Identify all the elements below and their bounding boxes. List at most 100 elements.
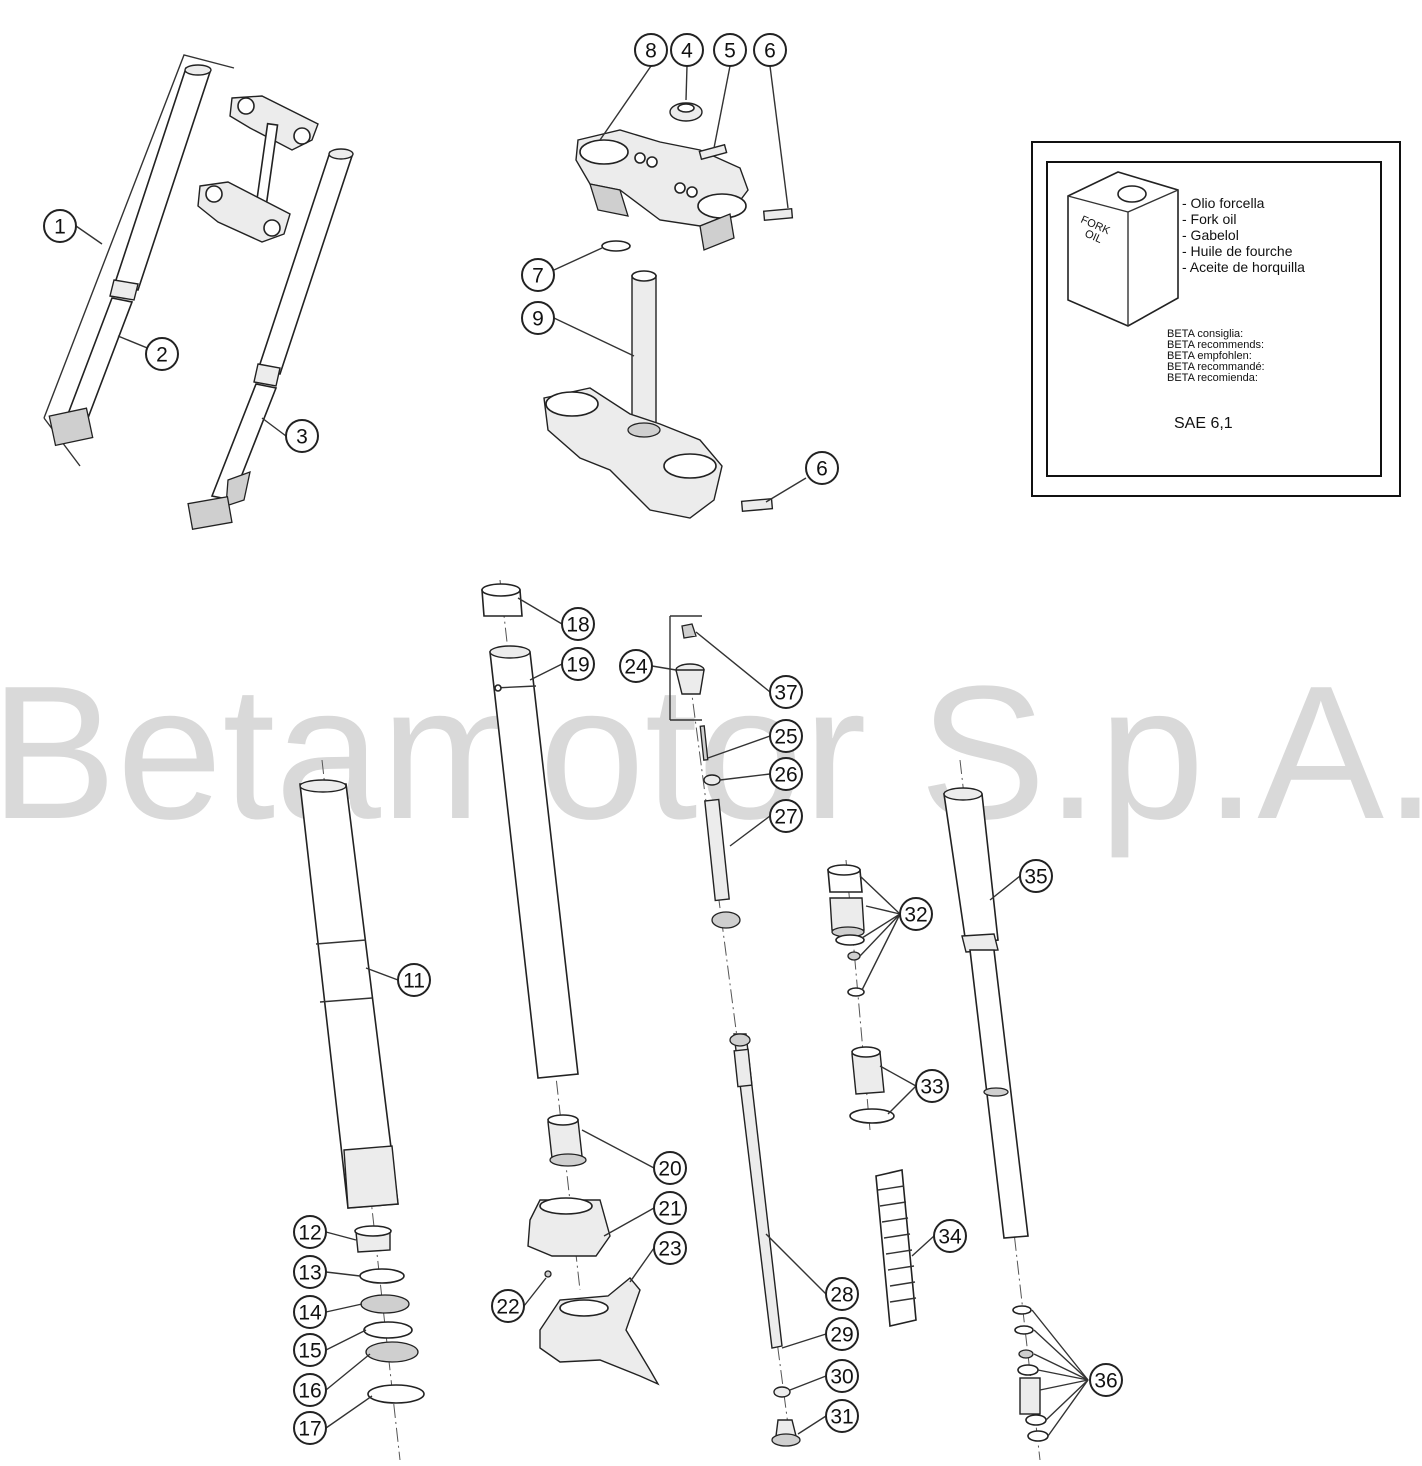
callout-29: 29 (825, 1317, 859, 1351)
callout-17: 17 (293, 1411, 327, 1445)
svg-text:9: 9 (532, 308, 544, 331)
callout-27: 27 (769, 799, 803, 833)
callout-18: 18 (561, 607, 595, 641)
oil-name-fr: - Huile de fourche (1182, 243, 1293, 259)
steering-nut (669, 102, 703, 122)
callout-9: 9 (521, 301, 555, 335)
svg-text:6: 6 (764, 40, 776, 63)
svg-text:27: 27 (774, 806, 797, 829)
callout-13: 13 (293, 1255, 327, 1289)
clamp-bolt-6-lower (740, 497, 774, 513)
callout-8: 8 (634, 33, 668, 67)
valve-stack-36 (1012, 1305, 1049, 1442)
svg-text:20: 20 (658, 1158, 681, 1181)
svg-text:37: 37 (774, 682, 797, 705)
callout-22: 22 (491, 1289, 525, 1323)
callout-16: 16 (293, 1373, 327, 1407)
clamp-bolt-6-upper (762, 208, 794, 221)
axle-clamp-21 (527, 1197, 611, 1257)
svg-text:23: 23 (658, 1238, 681, 1261)
callout-25: 25 (769, 719, 803, 753)
callout-20: 20 (653, 1151, 687, 1185)
svg-text:3: 3 (296, 426, 308, 449)
ring-13 (359, 1268, 405, 1284)
callout-21: 21 (653, 1191, 687, 1225)
seal-14 (360, 1294, 410, 1314)
callout-19: 19 (561, 647, 595, 681)
callout-30: 30 (825, 1359, 859, 1393)
svg-text:8: 8 (645, 40, 657, 63)
svg-text:14: 14 (298, 1302, 322, 1325)
callout-1: 1 (43, 209, 77, 243)
svg-text:18: 18 (566, 614, 589, 637)
fork-leg-right (187, 148, 354, 531)
callout-37: 37 (769, 675, 803, 709)
svg-text:21: 21 (658, 1198, 681, 1221)
svg-text:29: 29 (830, 1324, 853, 1347)
callout-23: 23 (653, 1231, 687, 1265)
callout-24: 24 (619, 649, 653, 683)
callout-3: 3 (285, 419, 319, 453)
svg-text:7: 7 (532, 265, 544, 288)
callout-28: 28 (825, 1277, 859, 1311)
compression-valve-27 (704, 798, 741, 929)
svg-text:1: 1 (54, 216, 66, 239)
svg-text:22: 22 (496, 1296, 519, 1319)
callout-15: 15 (293, 1333, 327, 1367)
callout-35: 35 (1019, 859, 1053, 893)
oil-grade: SAE 6,1 (1174, 415, 1233, 432)
spring-34 (875, 1169, 917, 1327)
svg-text:31: 31 (830, 1406, 853, 1429)
piston-kit-32 (827, 864, 865, 997)
callout-12: 12 (293, 1215, 327, 1249)
cartridge-tube-28 (729, 1033, 783, 1349)
plug-22 (544, 1270, 552, 1278)
svg-text:30: 30 (830, 1366, 853, 1389)
svg-text:25: 25 (774, 726, 797, 749)
callout-33: 33 (915, 1069, 949, 1103)
outer-tube-11 (299, 779, 399, 1209)
o-ring-7 (601, 240, 631, 252)
base-valve-31 (771, 1419, 801, 1447)
cartridge-body-35 (943, 787, 1029, 1239)
callout-2: 2 (145, 337, 179, 371)
callout-6-lower: 6 (805, 451, 839, 485)
steering-stem-lower-clamp (543, 270, 723, 519)
oil-name-de: - Gabelol (1182, 227, 1239, 243)
svg-text:17: 17 (298, 1418, 321, 1441)
callout-4: 4 (670, 33, 704, 67)
oil-name-en: - Fork oil (1182, 211, 1236, 227)
inner-tube-19 (489, 645, 579, 1079)
fork-leg-left (48, 64, 212, 447)
ring-15 (363, 1321, 413, 1339)
callout-34: 34 (933, 1219, 967, 1253)
axle-sleeve-20 (547, 1114, 587, 1167)
bushing-18 (481, 583, 523, 617)
svg-text:32: 32 (904, 904, 927, 927)
svg-text:28: 28 (830, 1284, 853, 1307)
svg-text:33: 33 (920, 1076, 943, 1099)
oil-can-icon: FORK OIL (1067, 171, 1179, 327)
clamp-bolt-5 (698, 143, 728, 161)
callout-11: 11 (397, 963, 431, 997)
svg-text:6: 6 (816, 458, 828, 481)
clip-17 (367, 1384, 425, 1404)
callout-36: 36 (1089, 1363, 1123, 1397)
oil-name-es: - Aceite de horquilla (1182, 259, 1305, 275)
svg-text:36: 36 (1094, 1370, 1117, 1393)
callout-32: 32 (899, 897, 933, 931)
recommend-es: BETA recomienda: (1167, 372, 1258, 384)
fork-oil-info-box: FORK OIL - Olio forcella - Fork oil - Ga… (1031, 141, 1401, 497)
svg-text:19: 19 (566, 654, 589, 677)
svg-text:15: 15 (298, 1340, 321, 1363)
recommend-fr: BETA recommandé: (1167, 361, 1265, 373)
callout-5: 5 (713, 33, 747, 67)
caliper-bracket-23 (539, 1277, 660, 1386)
recommend-de: BETA empfohlen: (1167, 350, 1252, 362)
callout-26: 26 (769, 757, 803, 791)
rod-25 (699, 725, 709, 761)
svg-text:5: 5 (724, 40, 736, 63)
callout-6-upper: 6 (753, 33, 787, 67)
nut-26 (703, 774, 721, 786)
